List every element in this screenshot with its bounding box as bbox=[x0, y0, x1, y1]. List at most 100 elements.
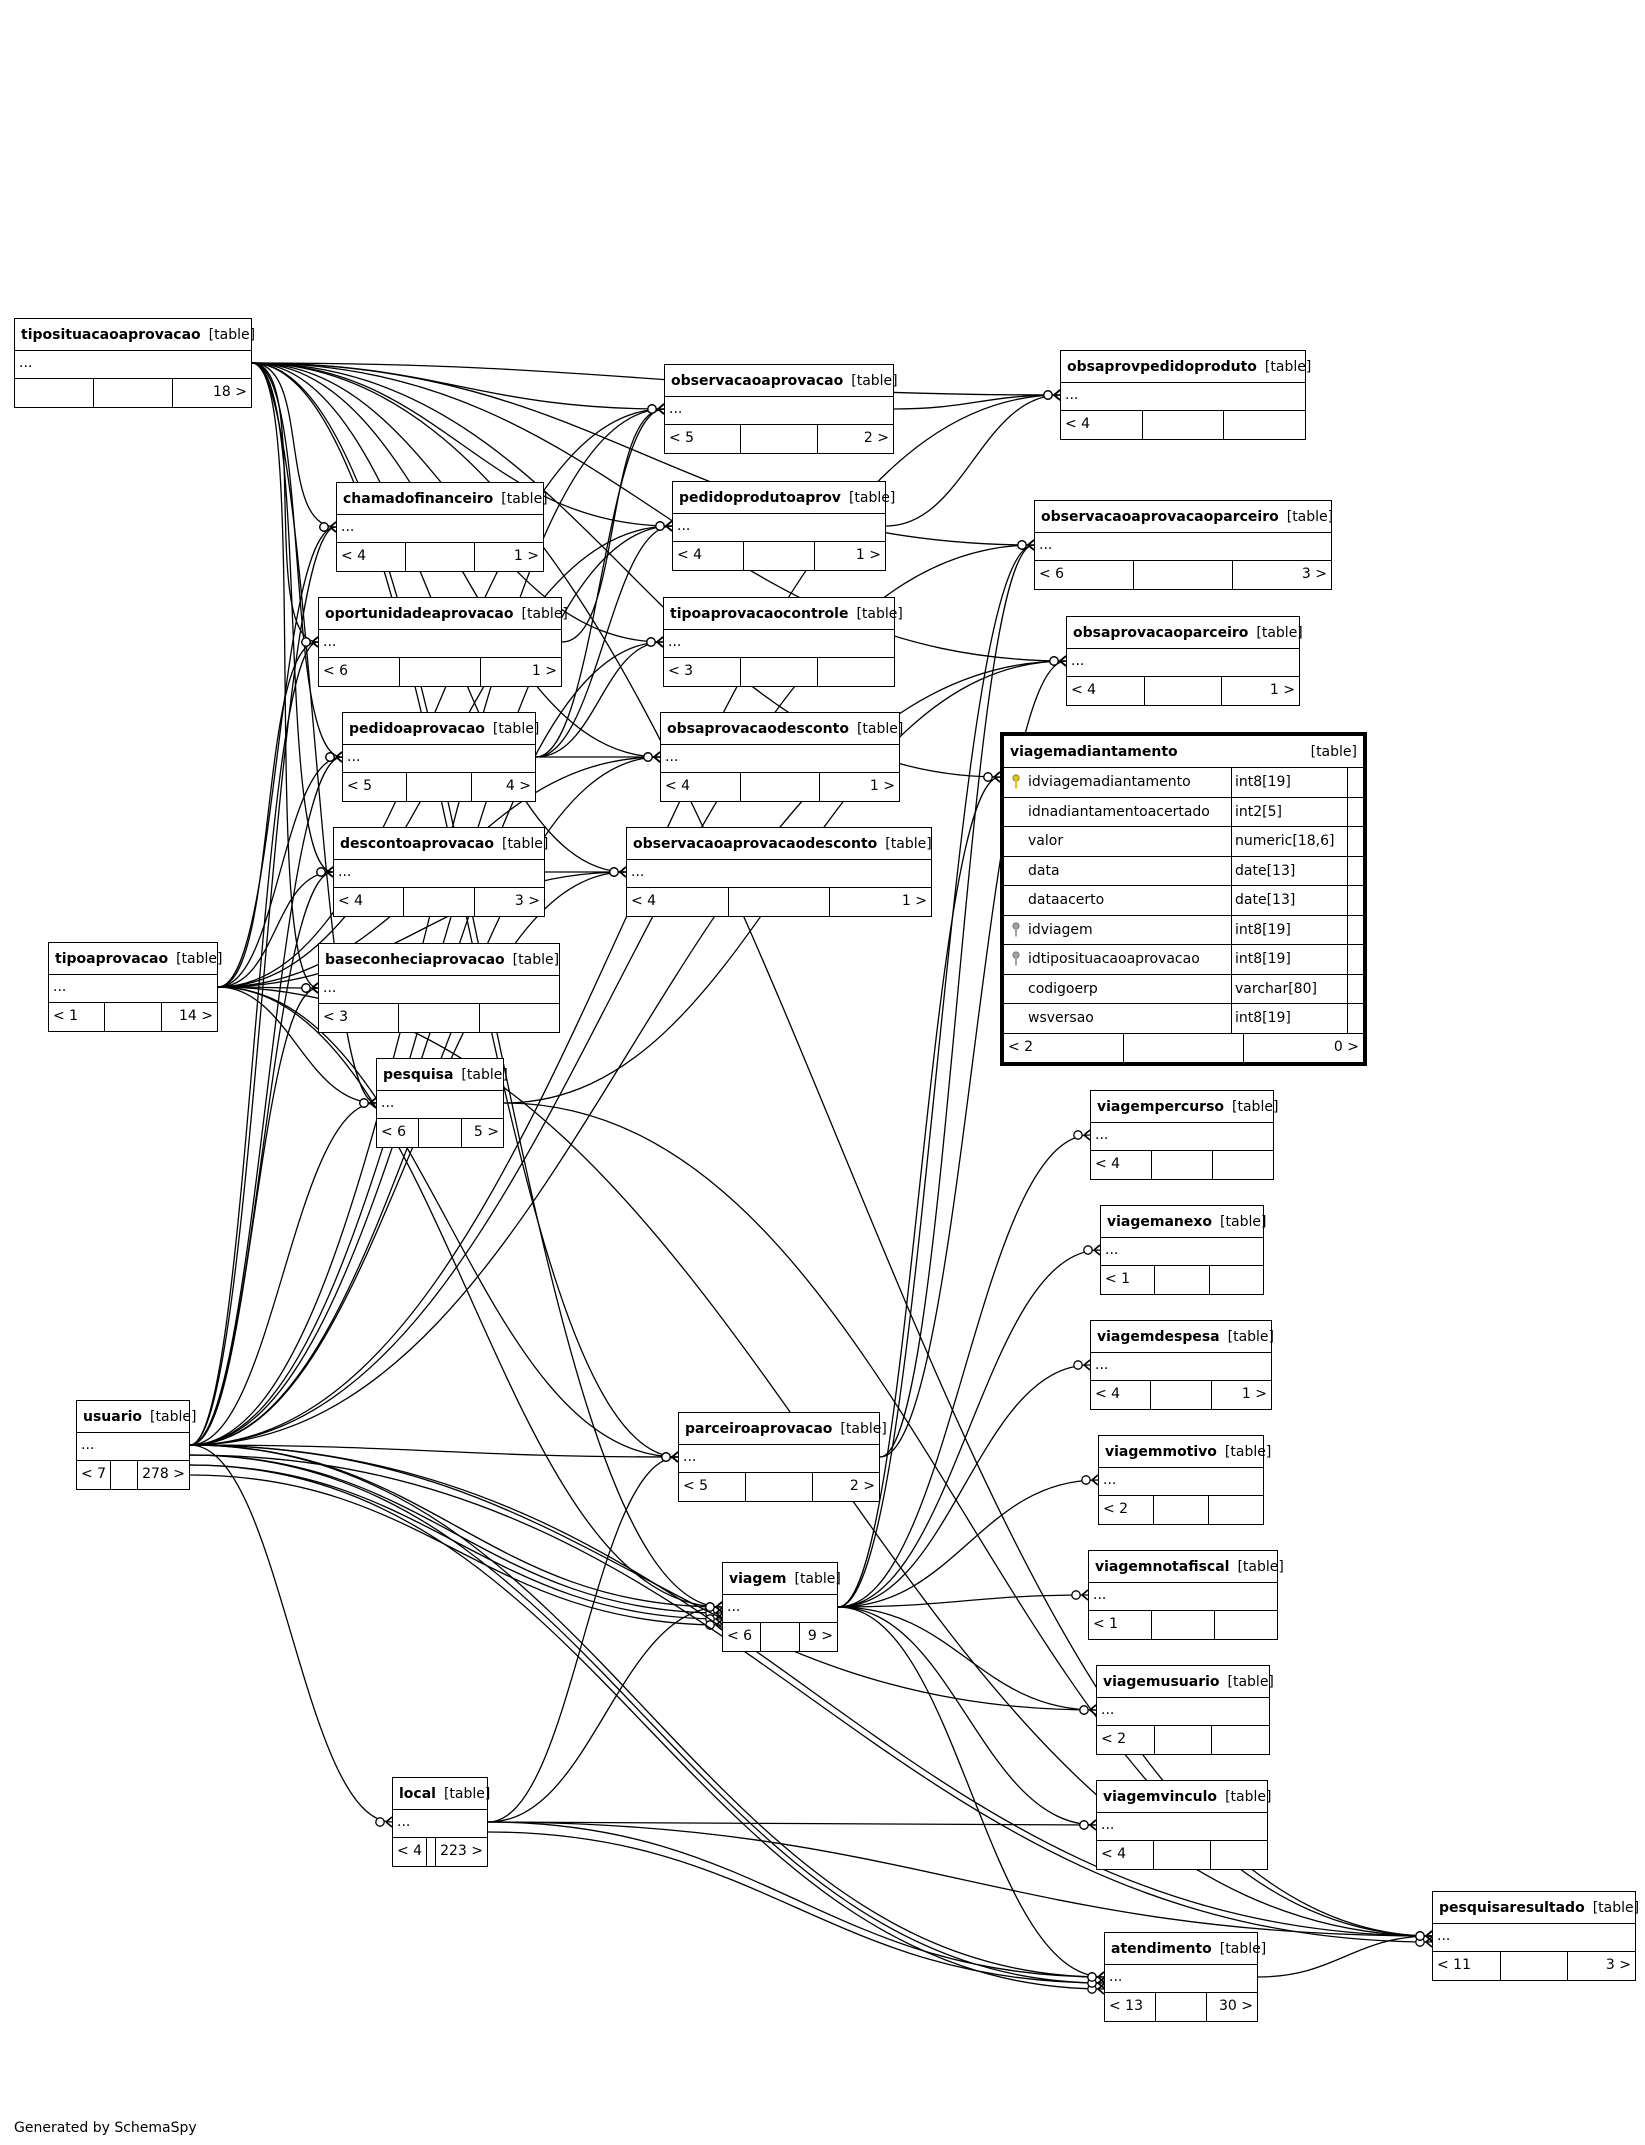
table-observacaoaprovacaodesconto[interactable]: observacaoaprovacaodesconto[table]...< 4… bbox=[626, 827, 932, 917]
table-name[interactable]: obsaprovpedidoproduto bbox=[1067, 358, 1257, 375]
parent-count[interactable]: < 1 bbox=[1101, 1266, 1156, 1294]
table-name[interactable]: atendimento bbox=[1111, 1940, 1212, 1957]
table-name[interactable]: obsaprovacaodesconto bbox=[667, 720, 849, 737]
child-count[interactable]: 1 > bbox=[869, 778, 896, 794]
table-name[interactable]: viagempercurso bbox=[1097, 1098, 1225, 1115]
parent-count[interactable]: < 4 bbox=[1091, 1151, 1152, 1179]
parent-count[interactable]: < 6 bbox=[319, 658, 400, 686]
table-name[interactable]: pesquisa bbox=[383, 1066, 454, 1083]
child-count[interactable]: 1 > bbox=[901, 893, 928, 909]
table-obsaprovpedidoproduto[interactable]: obsaprovpedidoproduto[table]...< 4 bbox=[1060, 350, 1311, 440]
parent-count[interactable]: < 3 bbox=[319, 1004, 400, 1032]
parent-count[interactable]: < 4 bbox=[1067, 677, 1145, 705]
parent-count[interactable]: < 4 bbox=[334, 888, 405, 916]
parent-count[interactable]: < 1 bbox=[49, 1003, 106, 1031]
table-viagemnotafiscal[interactable]: viagemnotafiscal[table]...< 1 bbox=[1088, 1550, 1284, 1640]
table-name[interactable]: tiposituacaoaprovacao bbox=[21, 326, 201, 343]
table-name[interactable]: obsaprovacaoparceiro bbox=[1073, 624, 1249, 641]
child-count[interactable] bbox=[1215, 1611, 1277, 1639]
table-name[interactable]: observacaoaprovacaoparceiro bbox=[1041, 508, 1279, 525]
table-name[interactable]: pedidoprodutoaprov bbox=[679, 489, 841, 506]
parent-count[interactable]: < 4 bbox=[1097, 1841, 1154, 1869]
parent-count[interactable]: < 5 bbox=[665, 425, 742, 453]
parent-count[interactable]: < 4 bbox=[673, 542, 744, 570]
child-count[interactable]: 1 > bbox=[855, 547, 881, 563]
child-count[interactable]: 30 > bbox=[1219, 1998, 1253, 2014]
parent-count[interactable]: < 4 bbox=[661, 773, 741, 801]
table-name[interactable]: tipoaprovacao bbox=[55, 950, 169, 967]
child-count[interactable]: 1 > bbox=[1269, 682, 1296, 698]
table-viagempercurso[interactable]: viagempercurso[table]...< 4 bbox=[1090, 1090, 1278, 1180]
table-viagemanexo[interactable]: viagemanexo[table]...< 1 bbox=[1100, 1205, 1266, 1295]
child-count[interactable]: 0 > bbox=[1333, 1038, 1359, 1055]
table-tiposituacaoaprovacao[interactable]: tiposituacaoaprovacao[table]...18 > bbox=[14, 318, 255, 408]
table-viagemusuario[interactable]: viagemusuario[table]...< 2 bbox=[1096, 1665, 1274, 1755]
parent-count[interactable]: < 1 bbox=[1089, 1611, 1152, 1639]
table-name[interactable]: descontoaprovacao bbox=[340, 835, 494, 852]
child-count[interactable] bbox=[480, 1004, 559, 1032]
child-count[interactable]: 1 > bbox=[1241, 1386, 1267, 1402]
table-name[interactable]: baseconheciaprovacao bbox=[325, 951, 505, 968]
table-name[interactable]: chamadofinanceiro bbox=[343, 490, 494, 507]
table-name[interactable]: viagemdespesa bbox=[1097, 1328, 1220, 1345]
table-name[interactable]: viagemvinculo bbox=[1103, 1788, 1218, 1805]
table-name[interactable]: observacaoaprovacao bbox=[671, 372, 844, 389]
table-name[interactable]: pesquisaresultado bbox=[1439, 1899, 1585, 1916]
child-count[interactable]: 5 > bbox=[473, 1124, 499, 1140]
child-count[interactable]: 14 > bbox=[178, 1008, 213, 1024]
child-count[interactable] bbox=[1210, 1266, 1263, 1294]
table-name[interactable]: pedidoaprovacao bbox=[349, 720, 485, 737]
table-baseconheciaprovacao[interactable]: baseconheciaprovacao[table]...< 3 bbox=[318, 943, 560, 1033]
child-count[interactable] bbox=[1209, 1496, 1263, 1524]
parent-count[interactable]: < 11 bbox=[1433, 1952, 1501, 1980]
table-viagemadiantamento[interactable]: viagemadiantamento [table] idviagemadian… bbox=[1000, 732, 1367, 1066]
parent-count[interactable]: < 2 bbox=[1099, 1496, 1154, 1524]
parent-count[interactable]: < 5 bbox=[679, 1473, 746, 1501]
child-count[interactable]: 278 > bbox=[142, 1466, 185, 1482]
parent-count[interactable]: < 7 bbox=[77, 1461, 112, 1489]
parent-count[interactable]: < 13 bbox=[1105, 1993, 1156, 2021]
child-count[interactable] bbox=[1211, 1841, 1267, 1869]
child-count[interactable]: 1 > bbox=[531, 663, 557, 679]
child-count[interactable] bbox=[1224, 411, 1305, 439]
child-count[interactable]: 4 > bbox=[505, 778, 531, 794]
table-name[interactable]: local bbox=[399, 1785, 436, 1802]
child-count[interactable]: 3 > bbox=[1301, 566, 1327, 582]
table-name[interactable]: viagemmotivo bbox=[1105, 1443, 1217, 1460]
child-count[interactable]: 2 > bbox=[849, 1478, 875, 1494]
table-viagemvinculo[interactable]: viagemvinculo[table]...< 4 bbox=[1096, 1780, 1271, 1870]
parent-count[interactable] bbox=[15, 379, 94, 407]
table-name[interactable]: parceiroaprovacao bbox=[685, 1420, 833, 1437]
table-tipoaprovacaocontrole[interactable]: tipoaprovacaocontrole[table]...< 3 bbox=[663, 597, 903, 687]
parent-count[interactable]: < 4 bbox=[627, 888, 729, 916]
parent-count[interactable]: < 4 bbox=[393, 1838, 428, 1866]
table-name[interactable]: tipoaprovacaocontrole bbox=[670, 605, 849, 622]
table-name[interactable]: usuario bbox=[83, 1408, 143, 1425]
parent-count[interactable]: < 4 bbox=[1061, 411, 1143, 439]
parent-count[interactable]: < 2 bbox=[1004, 1033, 1124, 1062]
child-count[interactable]: 18 > bbox=[213, 384, 247, 400]
parent-count[interactable]: < 6 bbox=[723, 1623, 762, 1651]
table-name[interactable]: oportunidadeaprovacao bbox=[325, 605, 514, 622]
